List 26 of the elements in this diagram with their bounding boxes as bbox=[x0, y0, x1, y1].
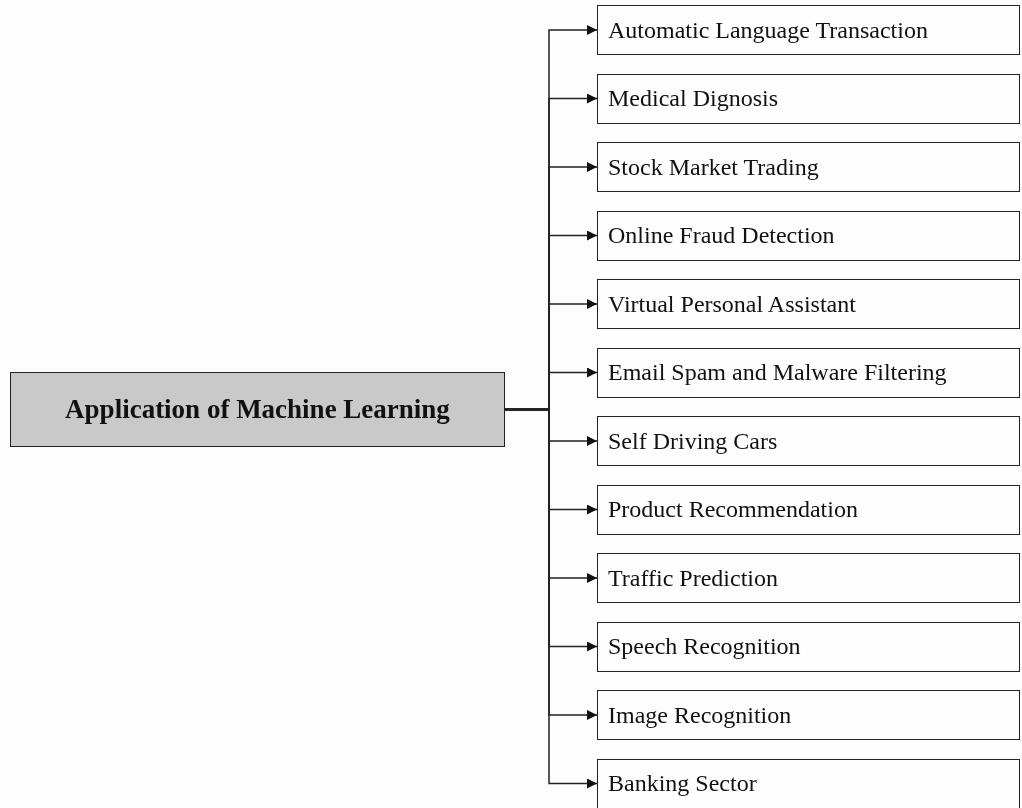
box-label: Self Driving Cars bbox=[608, 427, 778, 455]
application-box bbox=[597, 416, 1020, 466]
application-box bbox=[597, 758, 1020, 808]
box-label: Automatic Language Transaction bbox=[608, 16, 928, 44]
box-label: Application of Machine Learning bbox=[65, 394, 450, 425]
application-box bbox=[597, 73, 1020, 124]
box-label: Traffic Prediction bbox=[608, 564, 778, 592]
application-box bbox=[597, 484, 1020, 535]
box-label: Stock Market Trading bbox=[608, 153, 819, 181]
box-label: Email Spam and Malware Filtering bbox=[608, 359, 947, 386]
application-box bbox=[597, 553, 1020, 603]
root-box bbox=[10, 372, 505, 447]
box-label: Virtual Personal Assistant bbox=[608, 290, 856, 318]
application-box bbox=[597, 690, 1020, 740]
application-box bbox=[597, 347, 1020, 398]
application-box bbox=[597, 5, 1020, 55]
application-box bbox=[597, 142, 1020, 192]
application-box bbox=[597, 621, 1020, 672]
box-label: Product Recommendation bbox=[608, 496, 858, 523]
box-label: Banking Sector bbox=[608, 770, 757, 797]
box-label: Medical Dignosis bbox=[608, 85, 778, 112]
application-box bbox=[597, 279, 1020, 329]
box-label: Image Recognition bbox=[608, 701, 792, 729]
box-label: Speech Recognition bbox=[608, 633, 801, 660]
box-label: Online Fraud Detection bbox=[608, 222, 835, 249]
application-box bbox=[597, 210, 1020, 261]
